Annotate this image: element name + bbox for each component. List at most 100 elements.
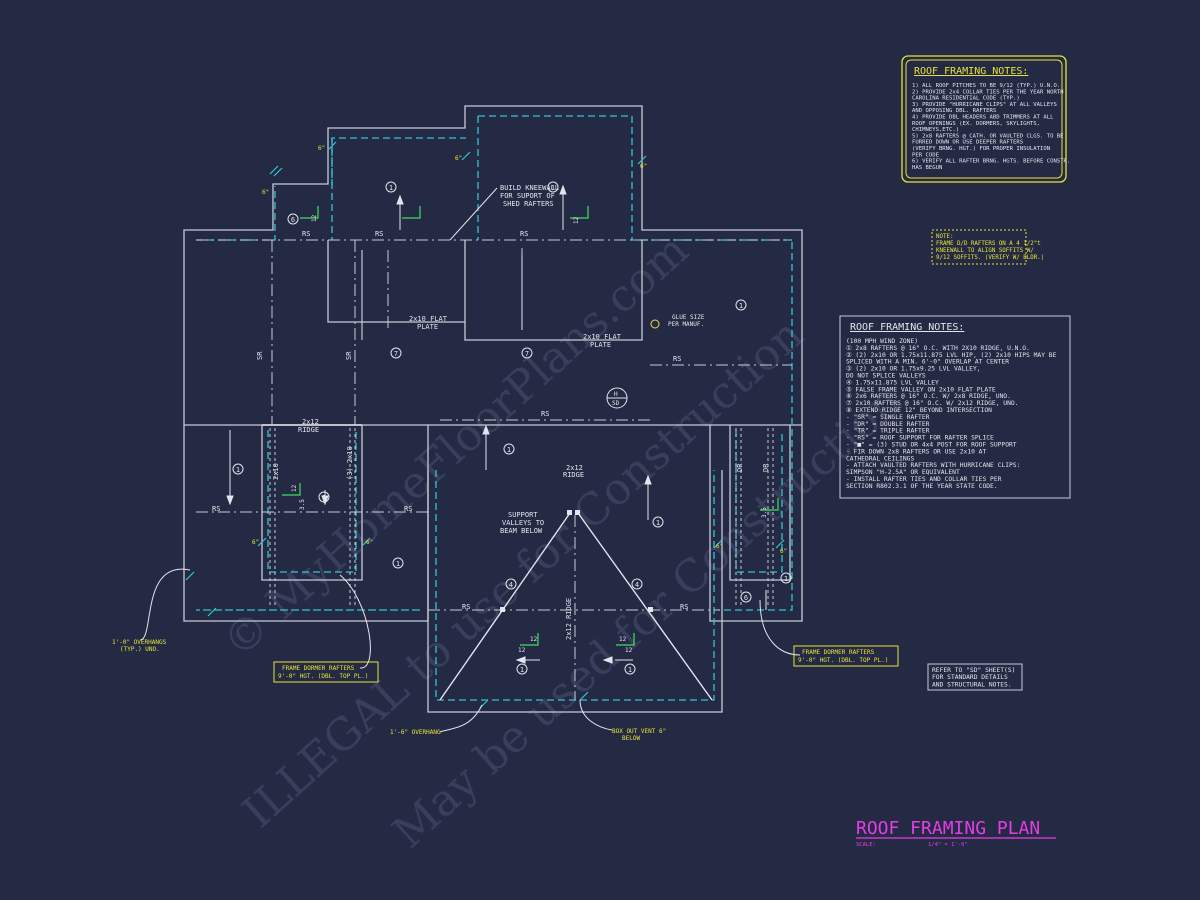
svg-text:1: 1 xyxy=(507,446,511,454)
notes-2-line: - "■" = (3) STUD OR 4x4 POST FOR ROOF SU… xyxy=(846,442,1017,449)
label-rs-2: RS xyxy=(375,230,383,238)
label-kneewall-2: FOR SUPORT OF xyxy=(500,192,555,200)
label-kneewall-3: SHED RAFTERS xyxy=(503,200,554,208)
notes-2-line: - "TR" = TRIPLE RAFTER xyxy=(846,428,930,435)
svg-text:BELOW: BELOW xyxy=(622,735,640,742)
notes-2-line: SPLICED WITH A MIN. 6'-0" OVERLAP AT CEN… xyxy=(846,359,1009,366)
hip-valley-lines xyxy=(262,424,713,701)
label-ridge-left-1: 2x12 xyxy=(302,418,319,426)
callout-dormer-right: FRAME DORMER RAFTERS 9'-0" HGT. (DBL. TO… xyxy=(793,645,899,667)
svg-text:FRAME DORMER RAFTERS: FRAME DORMER RAFTERS xyxy=(802,649,875,656)
roof-framing-notes-box-2: ROOF FRAMING NOTES: (100 MPH WIND ZONE)①… xyxy=(839,315,1071,499)
svg-text:6": 6" xyxy=(716,543,723,550)
yellow-note-lines: NOTE:FRAME D/D RAFTERS ON A 4 1/2"tKNEEW… xyxy=(936,234,1044,261)
pitch-symbol-4 xyxy=(282,483,301,496)
notes-1-line: FURRED DOWN OR USE DEEPER RAFTERS xyxy=(912,140,1023,146)
sheet-title-block: ROOF FRAMING PLAN SCALE: 1/4" = 1'-0" xyxy=(856,818,1056,848)
roof-outline xyxy=(183,105,803,713)
svg-text:4: 4 xyxy=(635,581,639,589)
svg-text:1: 1 xyxy=(739,302,743,310)
notes-1-line: ROOF OPENINGS (EX. DORMERS, SKYLIGHTS, xyxy=(912,121,1040,127)
svg-text:6: 6 xyxy=(744,594,748,602)
notes-2-line: ⑤ FALSE FRAME VALLEY ON 2x10 FLAT PLATE xyxy=(846,386,996,393)
post-valley-top-right xyxy=(575,510,580,515)
notes-1-line: HAS BEGUN xyxy=(912,165,942,171)
svg-text:1: 1 xyxy=(236,466,240,474)
kneewall-leader xyxy=(449,187,498,241)
notes-2-line: ④ 1.75x11.875 LVL VALLEY xyxy=(846,379,939,386)
notes-2-line: - ATTACH VAULTED RAFTERS WITH HURRICANE … xyxy=(846,462,1020,469)
ridge-lines xyxy=(196,239,792,700)
scale-label: SCALE: xyxy=(856,842,876,848)
yellow-note-line: KNEEWALL TO ALIGN SOFFITS W/ xyxy=(936,248,1034,254)
svg-text:FRAME DORMER RAFTERS: FRAME DORMER RAFTERS xyxy=(282,665,355,672)
svg-text:1: 1 xyxy=(322,494,326,502)
notes-1-line: PER CODE xyxy=(912,152,940,158)
label-rs-1: RS xyxy=(302,230,310,238)
yellow-note-line: NOTE: xyxy=(936,234,953,240)
sheet-title: ROOF FRAMING PLAN xyxy=(856,818,1040,839)
notes-1-line: CHIMNEYS,ETC.) xyxy=(912,127,959,133)
pitch-symbol-7 xyxy=(760,498,779,511)
pitch-numbers: 12 12 12 12 12 12 12 xyxy=(291,214,633,654)
svg-text:1'-6" OVERHANG: 1'-6" OVERHANG xyxy=(390,729,441,736)
rafter-hatching xyxy=(269,428,774,608)
left-shed-outline xyxy=(327,240,465,323)
label-rs-7: RS xyxy=(404,505,412,513)
label-rs-3: RS xyxy=(520,230,528,238)
svg-text:1: 1 xyxy=(551,184,555,192)
notes-2-line: ③ (2) 2x10 OR 1.75x9.25 LVL VALLEY, xyxy=(846,366,981,373)
valley-right xyxy=(577,512,713,701)
label-sr-left: SR xyxy=(256,351,264,360)
svg-text:12: 12 xyxy=(291,484,298,492)
label-glue-size-1: GLUE SIZE xyxy=(672,314,705,321)
svg-text:1'-0" OVERHANGS: 1'-0" OVERHANGS xyxy=(112,639,167,646)
pitch-symbol-1 xyxy=(300,206,319,219)
label-dr-left: DR xyxy=(736,463,744,472)
notes-2-line: ⑦ 2x10 RAFTERS @ 16" O.C. W/ 2x12 RIDGE,… xyxy=(846,400,1018,407)
notes-2-line: SIMPSON "H-2.5A" OR EQUIVALENT xyxy=(846,469,960,476)
posts xyxy=(500,510,653,612)
refer-note-lines: REFER TO "SD" SHEET(S)FOR STANDARD DETAI… xyxy=(932,667,1015,688)
svg-text:12: 12 xyxy=(625,647,633,654)
svg-text:6": 6" xyxy=(366,539,373,546)
notes-2-line: ① 2x8 RAFTERS @ 16" O.C. WITH 2X10 RIDGE… xyxy=(846,345,1030,352)
svg-text:1: 1 xyxy=(396,560,400,568)
notes-2-line: - INSTALL RAFTER TIES AND COLLAR TIES PE… xyxy=(846,476,1002,483)
svg-text:1: 1 xyxy=(389,184,393,192)
refer-note-line: AND STRUCTURAL NOTES. xyxy=(932,681,1012,688)
overhang-dimension-labels: 6" 6" 6" 6" 6" 6" 6" 6" xyxy=(252,145,787,555)
svg-text:6: 6 xyxy=(291,216,295,224)
label-flat-plate-right-1: 2x10 FLAT xyxy=(583,333,622,341)
notes-1-line: 4) PROVIDE DBL HEADERS ABD TRIMMERS AT A… xyxy=(912,115,1054,121)
label-flat-plate-left-1: 2x10 FLAT xyxy=(409,315,448,323)
svg-text:7: 7 xyxy=(394,350,398,358)
post-valley-left xyxy=(500,607,505,612)
label-ridge-vertical: 2x12 RIDGE xyxy=(565,598,573,640)
label-kneewall-1: BUILD KNEEWALL xyxy=(500,184,559,192)
plan-labels: RS RS RS RS RS RS RS RS RS SR SR 2x10 (3… xyxy=(212,184,770,640)
svg-text:6": 6" xyxy=(780,548,787,555)
notes-2-line: DO NOT SPLICE VALLEYS xyxy=(846,373,926,380)
svg-text:6": 6" xyxy=(318,145,325,152)
notes-2-title: ROOF FRAMING NOTES: xyxy=(850,322,964,333)
yellow-note-line: 9/12 SOFFITS. (VERIFY W/ BLDR.) xyxy=(936,255,1044,261)
bottom-gable-outline xyxy=(427,470,723,713)
callout-dormer-left: FRAME DORMER RAFTERS 9'-0" HGT. (DBL. TO… xyxy=(273,661,379,683)
label-rs-4: RS xyxy=(673,355,681,363)
label-ridge-center-2: RIDGE xyxy=(563,471,584,479)
section-marker: H SD xyxy=(606,387,628,409)
svg-text:12: 12 xyxy=(518,647,526,654)
svg-text:SD: SD xyxy=(612,400,620,407)
label-3-2x10: (3) 2x10 xyxy=(346,446,354,480)
refer-note-line: FOR STANDARD DETAILS xyxy=(932,674,1008,681)
label-dormer-pitch-left: 3.5 xyxy=(299,499,306,510)
notes-1-line: 1) ALL ROOF PITCHES TO BE 9/12 (TYP.) U.… xyxy=(912,83,1060,89)
svg-text:1: 1 xyxy=(520,666,524,674)
svg-text:BOX OUT VENT 6": BOX OUT VENT 6" xyxy=(612,728,666,735)
notes-2-line: - FIR DOWN 2x8 RAFTERS OR USE 2x10 AT xyxy=(846,448,986,455)
svg-text:H: H xyxy=(614,391,618,398)
watermark: © MyHomeFloorPlans.com ILLEGAL to use fo… xyxy=(213,224,911,858)
yellow-note-line: FRAME D/D RAFTERS ON A 4 1/2"t xyxy=(936,241,1041,247)
